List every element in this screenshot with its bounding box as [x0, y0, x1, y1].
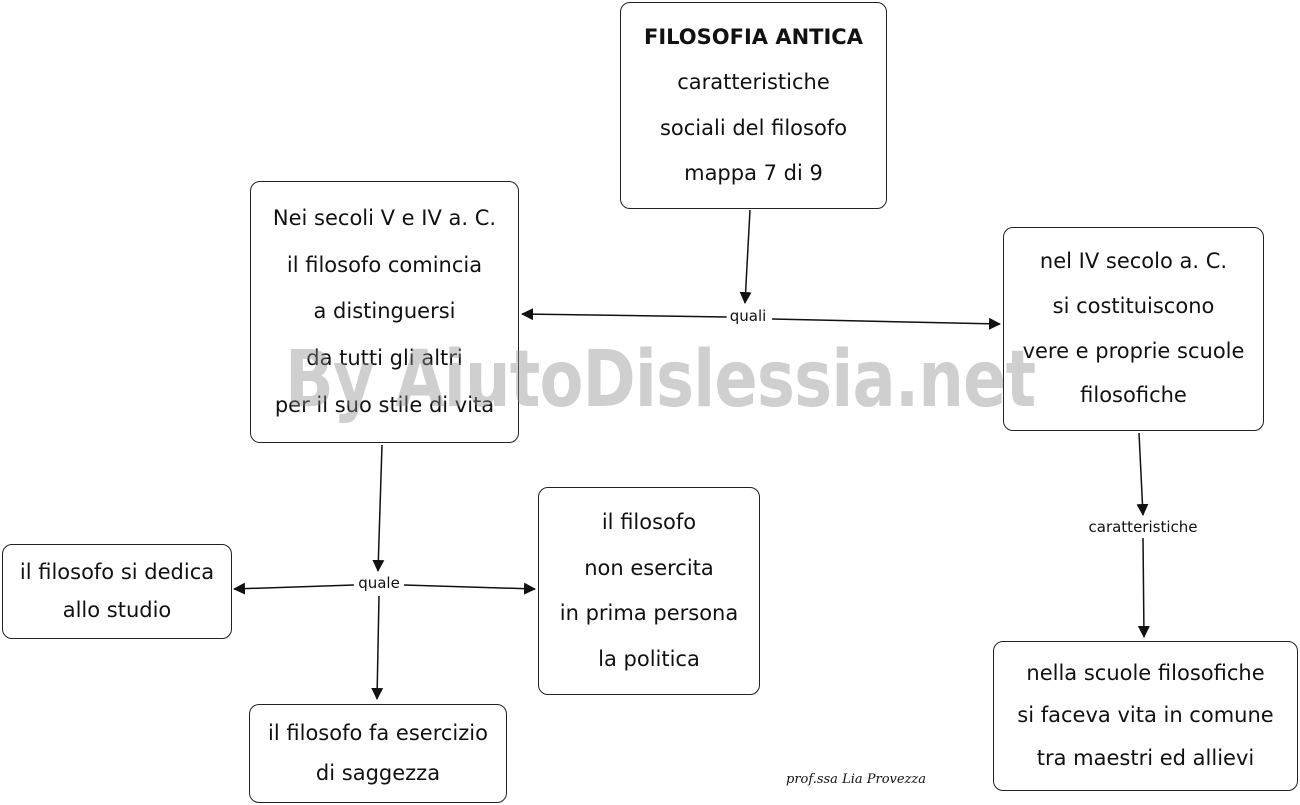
edge-left-to-quale: [372, 444, 385, 572]
edge-quale-to-wisdom: [371, 595, 384, 700]
node-schools-life-line: si faceva vita in comune: [1017, 703, 1274, 728]
node-politics-line: in prima persona: [559, 601, 739, 626]
edge-title-to-quali: [739, 209, 752, 304]
node-title-line: sociali del filosofo: [659, 115, 848, 140]
node-title-line: FILOSOFIA ANTICA: [644, 25, 863, 50]
edge-quali-to-right: [771, 317, 1001, 330]
node-study: il filosofo si dedica allo studio: [2, 544, 232, 639]
node-left-line: Nei secoli V e IV a. C.: [272, 205, 497, 230]
node-politics-line: la politica: [598, 646, 700, 671]
node-study-line: allo studio: [62, 597, 172, 622]
node-study-line: il filosofo si dedica: [19, 559, 215, 584]
node-politics-line: il filosofo: [601, 510, 697, 535]
node-left-line: per il suo stile di vita: [274, 393, 495, 418]
node-right-line: vere e proprie scuole: [1022, 338, 1245, 363]
node-title: FILOSOFIA ANTICA caratteristiche sociali…: [620, 2, 887, 209]
edge-quali-to-left: [521, 308, 728, 321]
node-left-line: da tutti gli altri: [306, 346, 463, 371]
node-wisdom: il filosofo fa esercizio di saggezza: [249, 704, 507, 803]
node-politics: il filosofo non esercita in prima person…: [538, 487, 760, 695]
node-right-line: si costituiscono: [1052, 294, 1215, 319]
node-right-line: filosofiche: [1080, 383, 1187, 408]
node-schools-life-line: nella scuole filosofiche: [1026, 661, 1265, 686]
node-title-line: mappa 7 di 9: [684, 160, 823, 185]
node-schools-life-line: tra maestri ed allievi: [1036, 745, 1255, 770]
node-left-line: a distinguersi: [313, 299, 456, 324]
link-label-quale: quale: [355, 574, 403, 592]
node-left: Nei secoli V e IV a. C. il filosofo comi…: [250, 181, 519, 443]
node-wisdom-line: il filosofo fa esercizio: [268, 721, 488, 746]
link-label-caratteristiche: caratteristiche: [1085, 518, 1201, 536]
author-signature: prof.ssa Lia Provezza: [786, 772, 927, 787]
node-politics-line: non esercita: [584, 555, 714, 580]
edge-quale-to-study: [233, 582, 355, 595]
node-schools-life: nella scuole filosofiche si faceva vita …: [993, 641, 1298, 791]
node-title-line: caratteristiche: [677, 70, 830, 95]
edge-caratteristiche-to-schools-life: [1137, 537, 1150, 638]
edge-quale-to-politics: [403, 582, 536, 595]
node-left-line: il filosofo comincia: [286, 252, 483, 277]
node-wisdom-line: di saggezza: [315, 760, 441, 785]
node-right: nel IV secolo a. C. si costituiscono ver…: [1003, 227, 1264, 431]
link-label-quali: quali: [726, 307, 770, 325]
node-right-line: nel IV secolo a. C.: [1039, 249, 1228, 274]
edge-right-to-caratteristiche: [1136, 432, 1149, 516]
